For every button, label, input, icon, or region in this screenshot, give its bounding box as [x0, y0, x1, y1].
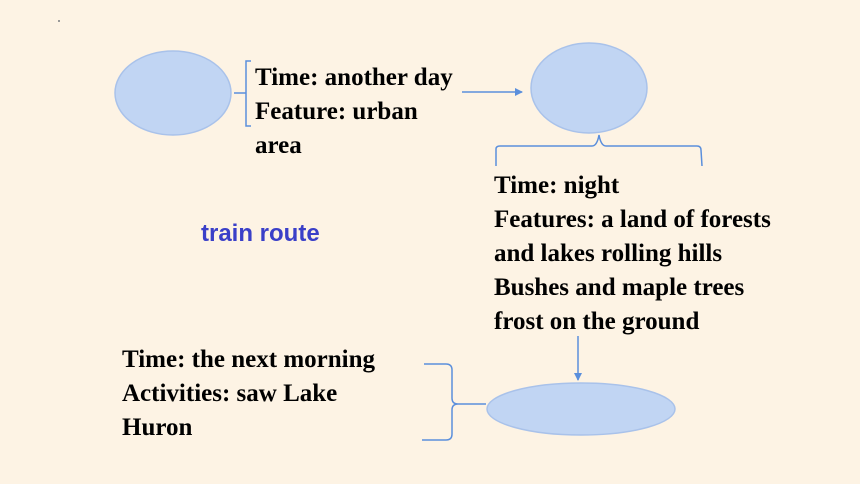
bracket-3	[422, 363, 486, 441]
bracket-1	[234, 60, 251, 127]
node-2-line-features-cont-2: Bushes and maple trees	[494, 274, 745, 301]
node-1-line-feature-cont: area	[255, 132, 302, 159]
node-text-block-3: Time: the next morning Activities: saw L…	[122, 343, 375, 445]
node-2-line-features-cont-1: and lakes rolling hills	[494, 240, 723, 267]
node-2-line-time: Time: night	[494, 172, 620, 199]
node-ellipse-2	[530, 42, 648, 134]
node-ellipse-1	[114, 50, 232, 136]
node-text-block-2: Time: night Features: a land of forests …	[494, 169, 771, 339]
node-ellipse-3	[486, 382, 676, 436]
bracket-2	[495, 134, 703, 167]
decorative-dot	[58, 20, 60, 22]
node-2-line-features: Features: a land of forests	[494, 206, 771, 233]
node-3-line-time: Time: the next morning	[122, 346, 375, 373]
node-1-line-time: Time: another day	[255, 64, 453, 91]
node-2-line-features-cont-3: frost on the ground	[494, 308, 700, 335]
route-label: train route	[201, 220, 320, 247]
node-3-line-activities: Activities: saw Lake	[122, 380, 338, 407]
node-1-line-feature: Feature: urban	[255, 98, 418, 125]
node-text-block-1: Time: another day Feature: urban area	[255, 61, 453, 163]
node-3-line-activities-cont: Huron	[122, 414, 193, 441]
